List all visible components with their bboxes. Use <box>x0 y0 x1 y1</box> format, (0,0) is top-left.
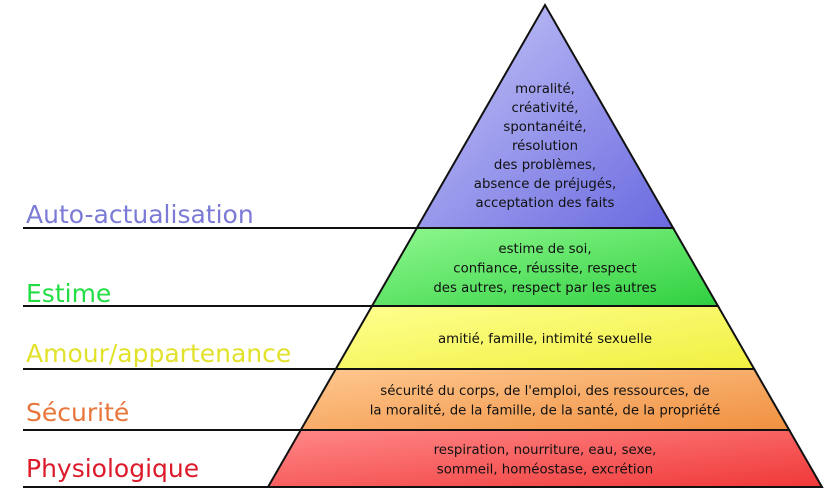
level-label: Auto-actualisation <box>26 200 254 229</box>
level-description-line: respiration, nourriture, eau, sexe, <box>434 443 657 458</box>
level-description-line: la moralité, de la famille, de la santé,… <box>370 403 721 419</box>
level-description-line: absence de préjugés, <box>474 176 616 192</box>
level-description-line: créativité, <box>512 100 579 116</box>
level-description-line: amitié, famille, intimité sexuelle <box>438 331 652 347</box>
level-description-line: spontanéité, <box>503 119 586 135</box>
pyramid-level-4 <box>266 429 824 488</box>
level-description-line: sommeil, homéostase, excrétion <box>437 462 653 478</box>
level-description-line: des autres, respect par les autres <box>433 281 656 296</box>
level-description-line: acceptation des faits <box>476 196 615 211</box>
level-description-line: moralité, <box>515 81 575 97</box>
level-label: Sécurité <box>26 398 129 427</box>
level-label: Physiologique <box>26 454 199 483</box>
pyramid-level-3 <box>299 368 791 431</box>
level-description-line: des problèmes, <box>494 157 596 173</box>
level-description-line: sécurité du corps, de l'emploi, des ress… <box>380 383 709 399</box>
level-label: Estime <box>26 279 111 308</box>
level-description-line: estime de soi, <box>498 242 591 257</box>
level-description-line: confiance, réussite, respect <box>453 261 636 277</box>
level-description-line: résolution <box>512 138 578 154</box>
pyramid-level-0 <box>415 2 675 229</box>
level-label: Amour/appartenance <box>26 339 291 368</box>
